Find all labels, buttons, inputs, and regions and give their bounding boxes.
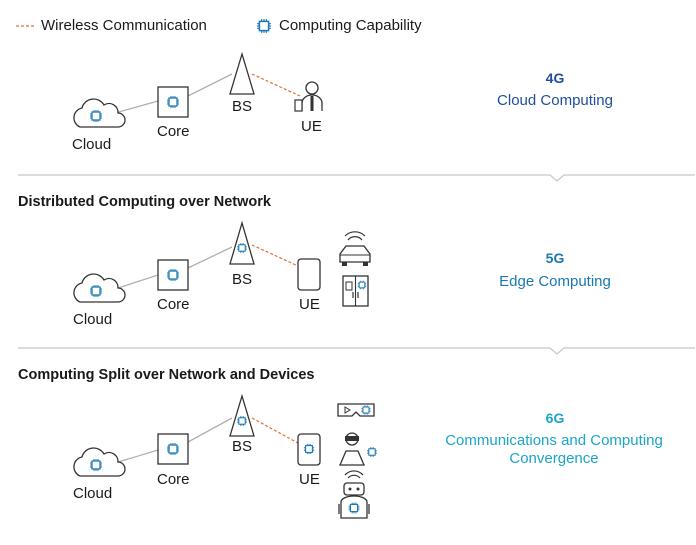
cloud-label: Cloud bbox=[72, 136, 112, 153]
section-title-distributed: Distributed Computing over Network bbox=[18, 194, 271, 210]
core-bs-link bbox=[187, 246, 233, 269]
core-label: Core bbox=[157, 123, 190, 140]
section-4g-diagram bbox=[73, 51, 323, 128]
robot-icon bbox=[338, 470, 370, 519]
bs-icon bbox=[229, 220, 255, 265]
bs-label: BS bbox=[232, 271, 253, 288]
legend-wireless-label: Wireless Communication bbox=[41, 17, 207, 34]
bs-icon bbox=[229, 51, 255, 95]
core-bs-link bbox=[187, 73, 233, 97]
section-title-split: Computing Split over Network and Devices bbox=[18, 367, 315, 383]
cloud-core-link bbox=[114, 100, 159, 114]
ue-phone-icon bbox=[297, 433, 321, 466]
vr-person-icon bbox=[339, 432, 378, 466]
description-5g: Edge Computing bbox=[499, 273, 611, 290]
refrigerator-icon bbox=[342, 275, 369, 307]
core-bs-link bbox=[187, 417, 233, 443]
generation-label-4g: 4G bbox=[545, 70, 565, 86]
legend-chip-icon bbox=[256, 18, 272, 34]
ue-phone-icon bbox=[297, 258, 321, 291]
legend-computing-label: Computing Capability bbox=[279, 17, 422, 34]
bs-ue-wireless bbox=[251, 417, 299, 444]
description-6g-line1: Communications and Computing bbox=[445, 432, 663, 449]
core-label: Core bbox=[157, 471, 190, 488]
core-icon bbox=[157, 86, 189, 118]
divider-2 bbox=[18, 347, 695, 355]
bs-icon bbox=[229, 393, 255, 437]
core-label: Core bbox=[157, 296, 190, 313]
bs-ue-wireless bbox=[251, 73, 301, 97]
section-6g-diagram bbox=[73, 393, 378, 519]
ue-label: UE bbox=[299, 296, 320, 313]
ue-label: UE bbox=[299, 471, 320, 488]
cloud-icon bbox=[73, 98, 126, 128]
description-4g: Cloud Computing bbox=[497, 92, 613, 109]
bs-label: BS bbox=[232, 438, 253, 455]
cloud-label: Cloud bbox=[73, 311, 113, 328]
generation-label-5g: 5G bbox=[545, 250, 565, 266]
cloud-label: Cloud bbox=[73, 485, 113, 502]
ue-label: UE bbox=[301, 118, 322, 135]
bs-ue-wireless bbox=[251, 244, 299, 267]
cloud-core-link bbox=[114, 274, 159, 290]
section-5g-diagram bbox=[73, 220, 371, 307]
bs-label: BS bbox=[232, 98, 253, 115]
car-icon bbox=[339, 231, 371, 266]
core-icon bbox=[157, 433, 189, 465]
cloud-icon bbox=[73, 273, 126, 303]
description-6g-line2: Convergence bbox=[509, 450, 599, 467]
ue-person-icon bbox=[294, 81, 323, 112]
core-icon bbox=[157, 259, 189, 291]
divider-1 bbox=[18, 174, 695, 182]
xr-glasses-icon bbox=[337, 403, 375, 417]
cloud-icon bbox=[73, 447, 126, 477]
generation-label-6g: 6G bbox=[545, 410, 565, 426]
cloud-core-link bbox=[114, 449, 159, 464]
